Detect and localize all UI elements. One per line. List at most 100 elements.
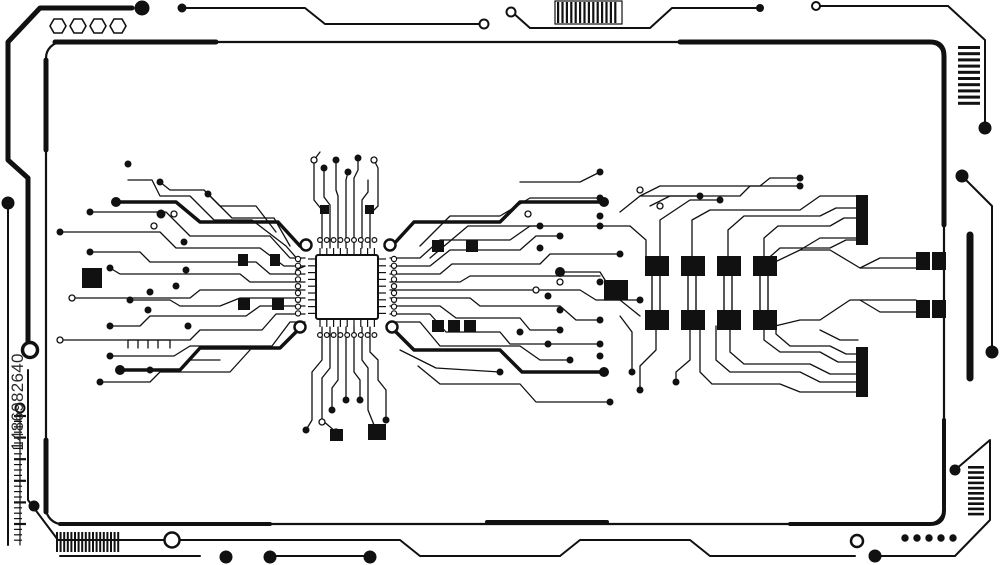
top-ring-mid <box>478 18 490 30</box>
top-ring-mid2 <box>505 6 517 18</box>
outer-left-line-lower <box>27 369 171 541</box>
pin-ring <box>364 332 371 339</box>
pin-ring <box>351 332 358 339</box>
barcode-bar <box>574 2 577 23</box>
resistor-pad <box>645 256 669 276</box>
barcode-bar <box>968 481 984 485</box>
barcode-bar <box>570 2 573 23</box>
chip-ring-tl <box>299 238 313 252</box>
trace-dot <box>356 396 364 404</box>
trace-dot <box>344 168 352 176</box>
barcode-bar <box>968 476 984 479</box>
pin-ring <box>390 303 398 310</box>
trace-dot <box>156 209 166 219</box>
pin-ring <box>390 276 398 283</box>
hexagon-icon <box>89 18 107 34</box>
trace-ring <box>318 418 326 426</box>
trace-dot <box>126 296 134 304</box>
resistor-pad <box>681 310 705 330</box>
barcode-bar <box>561 2 564 23</box>
barcode-bar <box>968 466 984 469</box>
barcode-bar <box>99 532 102 552</box>
barcode-bar <box>117 532 120 552</box>
trace-dot <box>544 292 552 300</box>
hexagon-icon <box>109 18 127 34</box>
pin-ring <box>330 237 337 244</box>
trace-ring <box>524 210 532 218</box>
barcode-bar <box>59 532 62 552</box>
pin-ring <box>357 237 364 244</box>
trace-dot <box>596 222 604 230</box>
pin-ring <box>317 237 324 244</box>
outer-left-bracket <box>5 5 135 353</box>
pad-small <box>272 298 284 310</box>
trace-dot <box>556 326 564 334</box>
trace-end-dots <box>56 154 804 436</box>
pin-ring <box>390 262 398 269</box>
bottom-ring-right <box>849 533 865 549</box>
trace-ring <box>370 156 378 164</box>
barcode-bar <box>587 2 590 23</box>
barcode-bar <box>88 532 91 552</box>
barcode-bar <box>63 532 66 552</box>
trace-dot <box>696 192 704 200</box>
barcode-bar <box>968 471 984 474</box>
barcode-bar <box>77 532 80 552</box>
trace-dot <box>328 406 336 414</box>
bottom-left-ring <box>163 531 181 549</box>
trace-dot <box>180 238 188 246</box>
barcode-bar <box>958 101 980 105</box>
barcode-bar <box>596 2 599 23</box>
barcode-bar <box>565 2 568 23</box>
trace-dot <box>596 352 604 360</box>
top-right-ring <box>811 1 821 11</box>
barcode-bar <box>592 2 595 23</box>
barcode-bar <box>968 492 984 495</box>
microchip-icon <box>293 237 399 339</box>
barcode-bar <box>968 512 984 516</box>
inner-panel-border <box>44 40 946 526</box>
pin-ring <box>294 289 302 297</box>
chip-ring-bl <box>293 320 307 334</box>
pin-ring <box>317 332 324 339</box>
pin-ring <box>294 255 302 263</box>
barcode-bar <box>958 95 980 99</box>
resistor-pad <box>645 310 669 330</box>
trace-dot <box>596 340 604 348</box>
pin-ring <box>294 269 302 276</box>
pin-ring <box>390 283 398 290</box>
header-hexagons <box>49 18 127 34</box>
trace-dot <box>636 296 644 304</box>
circuit-traces <box>59 151 917 433</box>
trace-dot <box>599 197 609 207</box>
pin-ring <box>294 310 302 317</box>
connector-pad <box>932 252 946 270</box>
trace-dot <box>796 182 804 190</box>
trace-dot <box>184 322 192 330</box>
chip-ring-br <box>385 320 399 334</box>
barcode-bar <box>92 532 94 552</box>
resistor-pad <box>753 310 777 330</box>
bottom-right-dot <box>868 549 882 563</box>
barcode-bar <box>968 497 984 500</box>
left-ruler-dot-1 <box>14 402 26 414</box>
trace-dot <box>599 367 609 377</box>
barcode-right <box>958 46 980 105</box>
trace-dot <box>716 196 724 204</box>
trace-dot <box>672 378 680 386</box>
resistor-pad <box>753 256 777 276</box>
right-bracket-dot <box>955 169 969 183</box>
connector-pad <box>932 300 946 318</box>
trace-dot <box>636 386 644 394</box>
bottom-dot-1 <box>219 550 233 564</box>
trace-dot <box>596 316 604 324</box>
outer-top-line-right <box>511 7 761 29</box>
trace-dot <box>566 356 574 364</box>
trace-dot <box>106 322 114 330</box>
hud-frame <box>5 5 993 557</box>
trace-dot <box>596 212 604 220</box>
trace-dot <box>204 190 212 198</box>
pin-ring <box>390 296 398 303</box>
barcode-bar <box>968 507 984 511</box>
